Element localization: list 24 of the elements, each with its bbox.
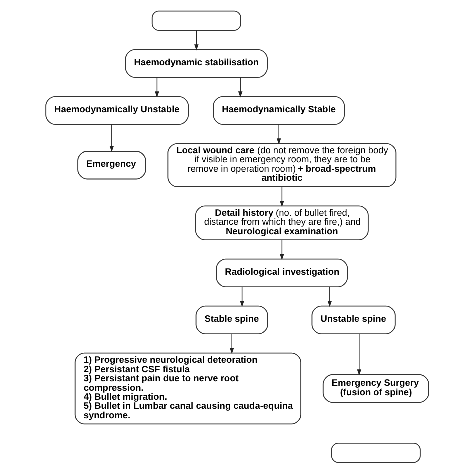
arrow [327, 286, 332, 308]
arrow [229, 334, 234, 354]
node-box [151, 10, 241, 32]
node-box: Haemodynamically Unstable [45, 96, 189, 125]
node-box: Unstable spine [311, 306, 396, 335]
node-box: 1) Progressive neurological deteoration 2) Persistant CSF fistula 3) Persistant pain due to nerve root compression. 4) Bullet migration. 5) Bullet in Lumbar canal causing cauda-equina syndrome. [74, 352, 302, 425]
arrow [194, 30, 198, 51]
arrow [109, 124, 114, 152]
arrow [154, 77, 159, 98]
arrow [280, 240, 284, 260]
node-box [330, 442, 420, 464]
node-box: Local wound care (do not remove the foreign body if visible in emergency room, they are to be remove in operation room) + broad-spectrum antibiotic [167, 143, 396, 188]
node-box: Detail history (no. of bullet fired, distance from which they are fire,) and Neurological examination [194, 206, 368, 241]
node-box: Emergency Surgery (fusion of spine) [322, 374, 429, 404]
node-box: Haemodynamically Stable [212, 96, 345, 125]
arrow [238, 77, 242, 98]
arrow [276, 124, 281, 145]
arrow [280, 186, 284, 208]
node-box: Stable spine [195, 306, 268, 335]
node-box: Radiological investigation [216, 258, 348, 288]
node-box: Emergency [77, 151, 146, 180]
arrow [356, 334, 362, 376]
arrow [240, 286, 244, 308]
node-box: Haemodynamic stabilisation [124, 49, 268, 78]
